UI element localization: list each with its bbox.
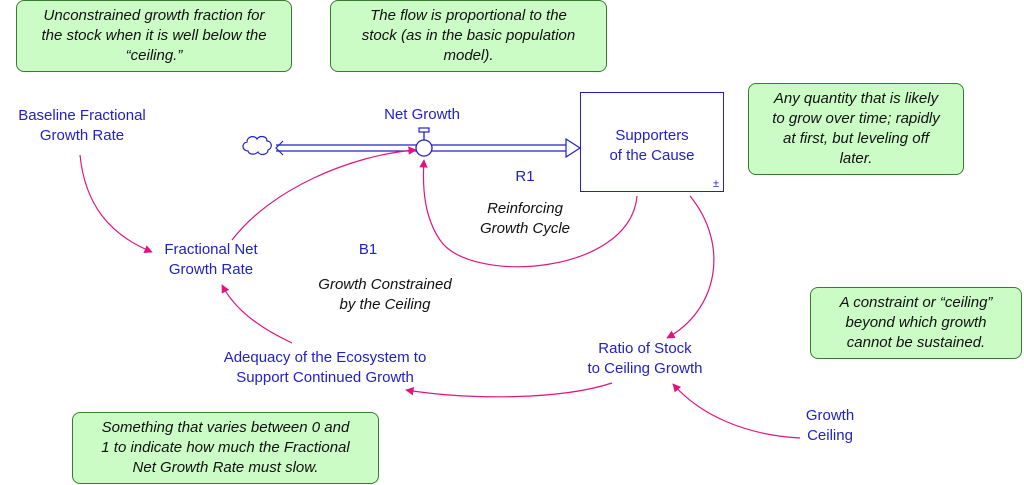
loop-b1-name: Growth Constrained by the Ceiling (318, 276, 452, 313)
link-ratio-to-adequacy (405, 382, 613, 398)
variable-growth-ceiling[interactable]: Growth Ceiling (805, 407, 855, 444)
link-stock-to-ratio (666, 195, 715, 339)
valve-icon (415, 127, 433, 157)
link-fractional-to-netgrowth (231, 146, 417, 241)
loop-r1-name: Reinforcing Growth Cycle (479, 200, 571, 237)
note-flow-proportional: The flow is proportional to the stock (a… (330, 0, 607, 72)
stock-supporters-of-the-cause[interactable]: Supporters of the Cause ± (580, 92, 724, 192)
variable-adequacy-of-ecosystem[interactable]: Adequacy of the Ecosystem to Support Con… (223, 349, 427, 386)
variable-baseline-fractional-growth-rate[interactable]: Baseline Fractional Growth Rate (18, 107, 146, 144)
link-adequacy-to-fractional (221, 284, 293, 344)
note-unconstrained-growth: Unconstrained growth fraction for the st… (16, 0, 292, 72)
note-varies-0-1: Something that varies between 0 and 1 to… (72, 412, 379, 484)
loop-b1-label: B1 (358, 241, 378, 258)
link-stock-to-netgrowth (419, 159, 638, 268)
stock-sign: ± (712, 178, 719, 190)
variable-ratio-of-stock-to-ceiling[interactable]: Ratio of Stock to Ceiling Growth (587, 340, 703, 377)
loop-r1-label: R1 (515, 168, 535, 185)
link-baseline-to-fractional (79, 154, 153, 254)
link-ceiling-to-ratio (672, 383, 801, 439)
cloud-icon (242, 135, 272, 156)
variable-fractional-net-growth-rate[interactable]: Fractional Net Growth Rate (164, 241, 258, 278)
variable-net-growth[interactable]: Net Growth (384, 106, 460, 123)
note-quantity-grow: Any quantity that is likely to grow over… (748, 83, 964, 175)
note-constraint-ceiling: A constraint or “ceiling” beyond which g… (810, 287, 1022, 359)
